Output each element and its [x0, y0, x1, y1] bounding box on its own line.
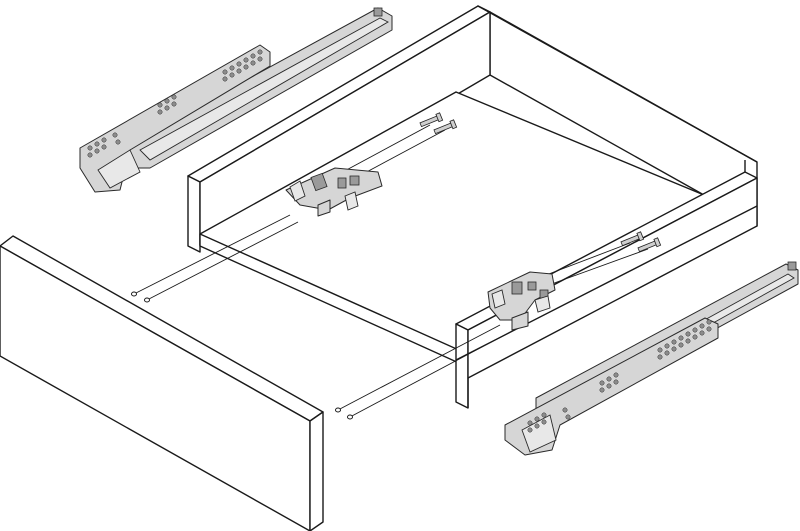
screw-icon [433, 119, 458, 135]
screws [419, 112, 662, 253]
drawer-right-side-outer-face [467, 177, 758, 379]
front-panel-board [0, 245, 311, 531]
front-panel-edge [309, 411, 324, 531]
dowel-bottom-right [347, 414, 353, 420]
screw-icon [419, 112, 444, 128]
dowel-top-left [131, 291, 137, 297]
dowel-bottom-left [335, 407, 341, 413]
drawer-front-panel [0, 235, 324, 531]
screw-icon [620, 231, 645, 247]
drawer-left-side-top-edge [187, 175, 201, 253]
locking-device-left [285, 167, 383, 217]
locking-device-right [487, 271, 556, 331]
runner-right-holes [527, 319, 712, 433]
runner-left-holes [87, 49, 263, 158]
runner-right [504, 261, 799, 456]
drawer-left-side-inner-face [199, 11, 491, 246]
drawer-right-side-front-face [455, 323, 469, 409]
runner-left [79, 7, 393, 193]
dowel-top-right [144, 297, 150, 303]
screw-icon [637, 237, 662, 253]
